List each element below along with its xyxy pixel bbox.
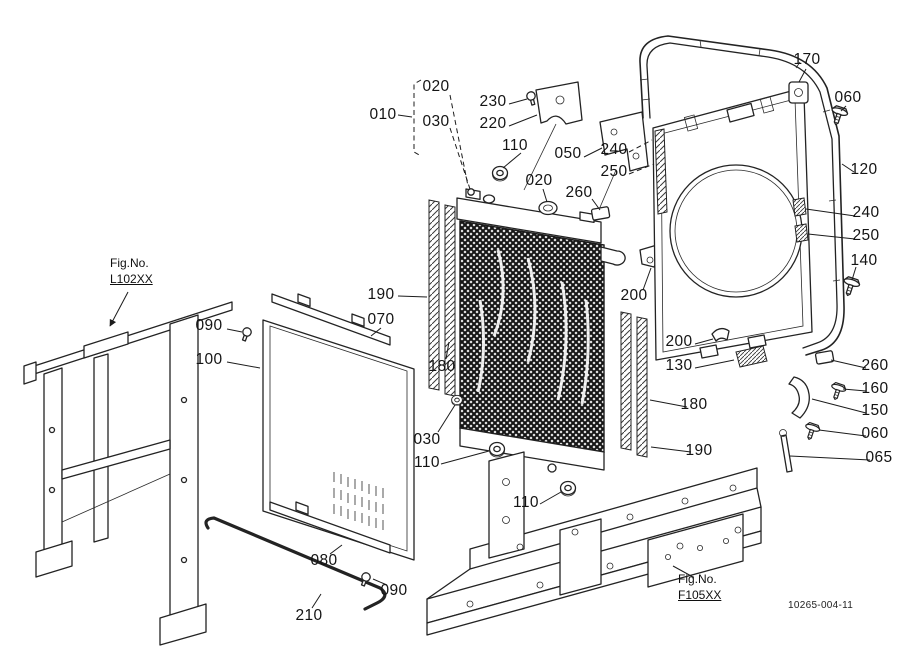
part-callout: 160 [861, 380, 889, 397]
part-callout: 060 [861, 425, 889, 442]
part-callout: 260 [565, 184, 593, 201]
part-callout: 020 [525, 172, 553, 189]
radiator-assembly [428, 81, 663, 497]
part-callout: 050 [554, 145, 582, 162]
chassis-frame [426, 451, 762, 636]
part-callout: 190 [367, 286, 395, 303]
part-callout: 170 [793, 51, 821, 68]
part-callout: 180 [680, 396, 708, 413]
part-callout: 110 [513, 494, 539, 511]
fig-ref-bottom: Fig.No. F105XX [678, 572, 721, 603]
part-callout: 250 [600, 163, 628, 180]
part-callout: 060 [834, 89, 862, 106]
part-callout: 130 [665, 357, 693, 374]
doc-number: 10265-004-11 [788, 600, 854, 611]
part-callout: 090 [380, 582, 408, 599]
fig-ref-left-code: L102XX [110, 271, 153, 286]
screen-assembly [204, 293, 415, 611]
part-callout: 210 [295, 607, 323, 624]
part-callout: 230 [479, 93, 507, 110]
part-callout: 250 [852, 227, 880, 244]
part-callout: 260 [861, 357, 889, 374]
part-callout: 120 [850, 161, 878, 178]
left-frame [23, 301, 233, 646]
part-callout: 010 [369, 106, 397, 123]
part-callout: 020 [422, 78, 450, 95]
part-callout: 190 [685, 442, 713, 459]
part-callout: 030 [413, 431, 441, 448]
part-callout: 150 [861, 402, 889, 419]
fig-ref-left-label: Fig.No. [110, 256, 149, 270]
part-callout: 070 [367, 311, 395, 328]
part-callout: 110 [414, 454, 440, 471]
part-callout: 220 [479, 115, 507, 132]
leader-lines [109, 68, 871, 609]
part-callout: 140 [850, 252, 878, 269]
part-callout: 080 [310, 552, 338, 569]
part-callout: 200 [620, 287, 648, 304]
part-callout: 090 [195, 317, 223, 334]
fig-ref-bottom-label: Fig.No. [678, 572, 717, 586]
part-callout: 065 [865, 449, 893, 466]
part-callout: 180 [428, 358, 456, 375]
part-callout: 030 [422, 113, 450, 130]
part-callout: 240 [852, 204, 880, 221]
shroud-assembly [639, 35, 862, 473]
part-callout: 200 [665, 333, 693, 350]
fig-ref-left: Fig.No. L102XX [110, 256, 153, 287]
part-callout: 110 [502, 137, 528, 154]
fig-ref-bottom-code: F105XX [678, 587, 722, 602]
part-callout: 100 [195, 351, 223, 368]
part-callout: 240 [600, 141, 628, 158]
